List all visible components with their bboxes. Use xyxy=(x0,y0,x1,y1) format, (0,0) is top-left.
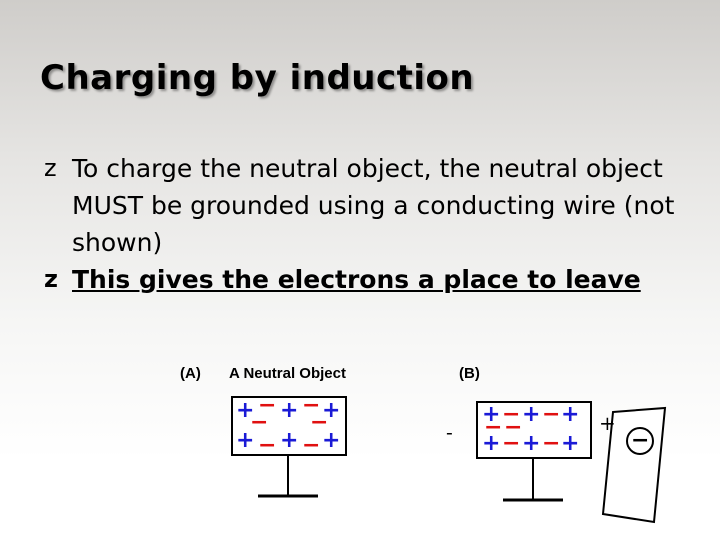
charge-sign: − xyxy=(542,402,561,427)
charge-sign: − xyxy=(302,433,321,458)
charge-sign: + xyxy=(236,398,255,423)
charge-sign: + xyxy=(482,431,501,456)
bullet-marker-icon: z xyxy=(44,265,58,293)
charge-sign: + xyxy=(561,402,580,427)
charge-sign: − xyxy=(502,402,521,427)
charge-sign: + xyxy=(522,431,541,456)
bullet-text: To charge the neutral object, the neutra… xyxy=(72,154,675,257)
diagram-label-a-title: A Neutral Object xyxy=(229,365,346,382)
charge-sign: + xyxy=(322,398,341,423)
bullet-text: This gives the electrons a place to leav… xyxy=(72,265,641,294)
charge-sign: − xyxy=(258,433,277,458)
charge-sign: − xyxy=(310,410,329,435)
charge-sign: − xyxy=(504,415,523,440)
bullet-item: z To charge the neutral object, the neut… xyxy=(42,150,682,261)
charge-sign: − xyxy=(542,431,561,456)
rod-negative-sign: − xyxy=(631,428,650,453)
bullet-item: z This gives the electrons a place to le… xyxy=(42,261,682,298)
bullet-list: z To charge the neutral object, the neut… xyxy=(42,150,682,298)
charge-sign: − xyxy=(502,431,521,456)
charge-sign: + xyxy=(482,402,501,427)
neutral-object-box xyxy=(231,396,347,456)
diagram-label-a: (A) xyxy=(180,365,201,382)
charge-sign: + xyxy=(522,402,541,427)
charge-sign: + xyxy=(280,428,299,453)
charge-sign: + xyxy=(561,431,580,456)
charge-sign: − xyxy=(302,393,321,418)
free-positive-sign: + xyxy=(599,411,616,435)
free-negative-sign: - xyxy=(446,420,453,444)
charge-sign: − xyxy=(484,415,503,440)
diagram-label-b: (B) xyxy=(459,365,480,382)
charge-sign: − xyxy=(250,410,269,435)
charge-sign: − xyxy=(258,393,277,418)
charge-sign: + xyxy=(322,428,341,453)
charge-sign: + xyxy=(236,428,255,453)
rod-charge-circle xyxy=(626,427,654,455)
slide-title: Charging by induction xyxy=(40,58,475,98)
charge-sign: + xyxy=(280,398,299,423)
bullet-marker-icon: z xyxy=(44,154,57,182)
